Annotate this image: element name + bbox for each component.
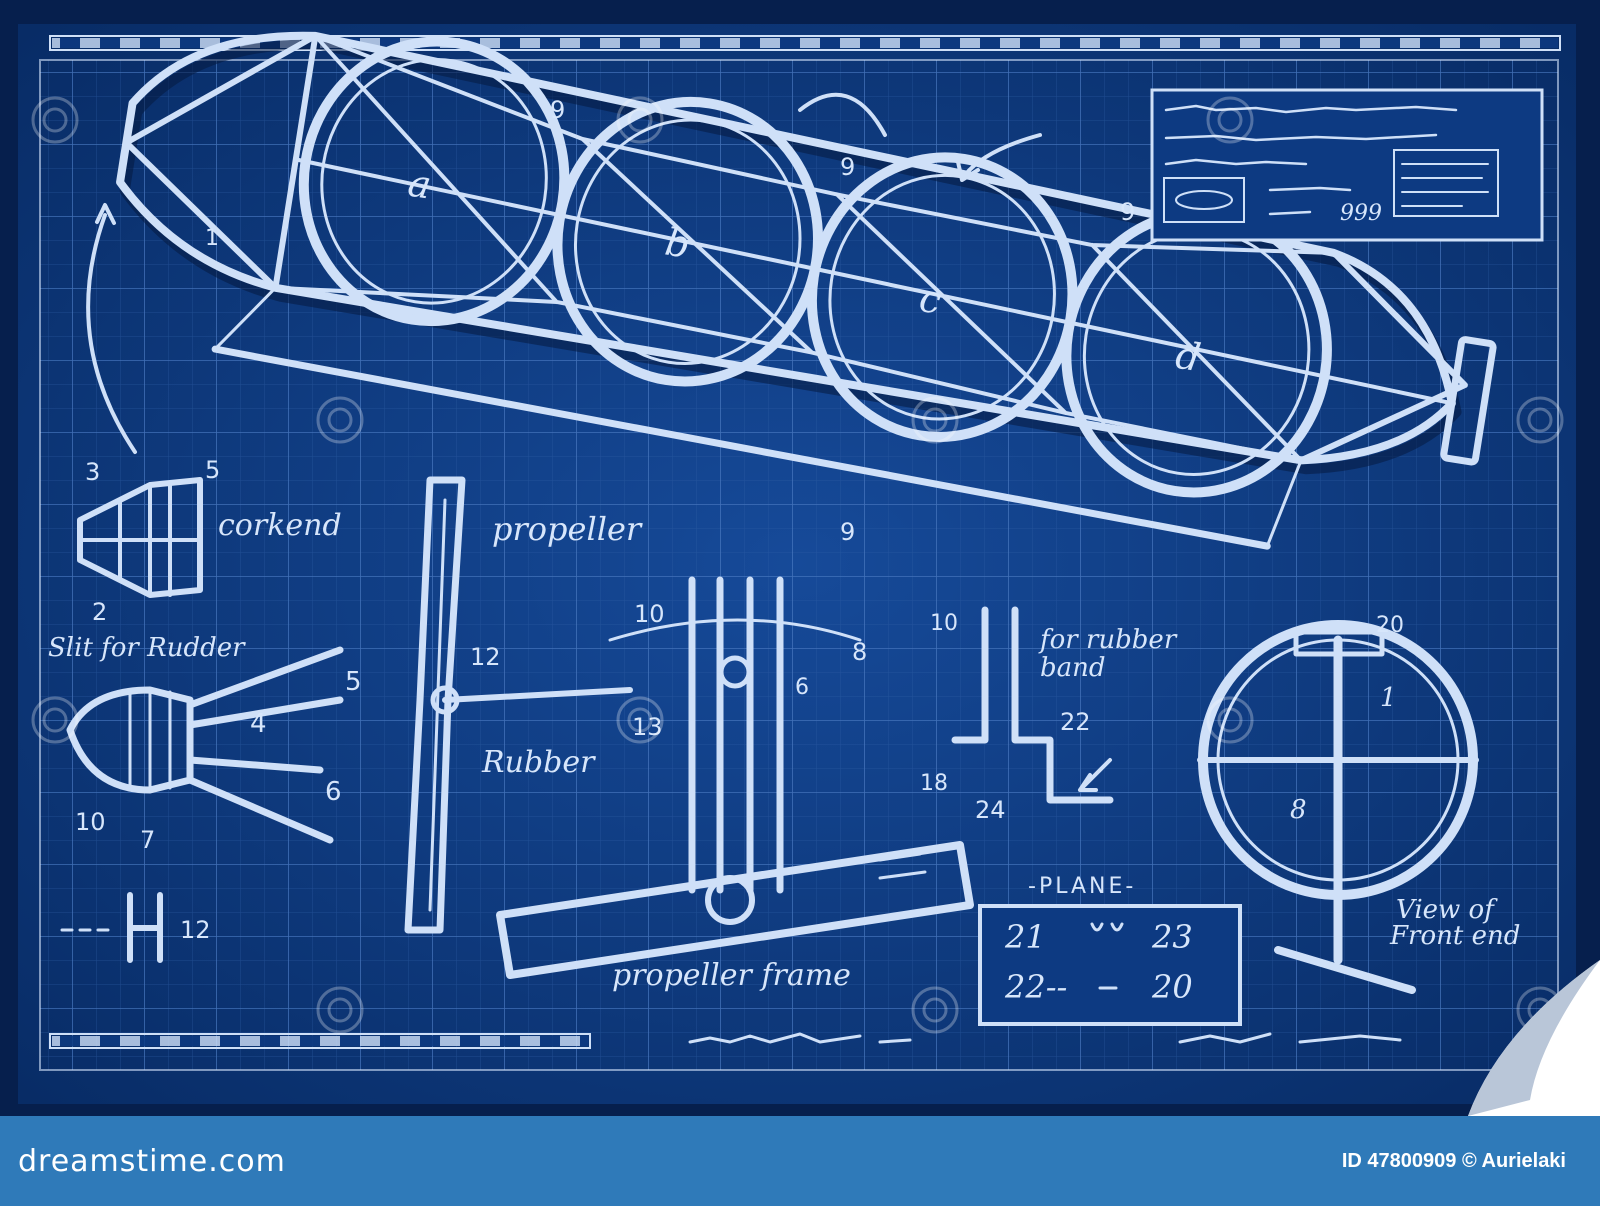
callout-13: 13 [632, 713, 663, 741]
plane-20: 20 [1151, 968, 1193, 1006]
callout-9-mid: 9 [840, 153, 855, 181]
callout-9-keel: 9 [840, 518, 855, 546]
callout-3: 3 [85, 458, 100, 486]
callout-5-rudder: 5 [345, 667, 362, 697]
curved-arrow-top [798, 92, 887, 137]
callout-20: 20 [1376, 613, 1404, 638]
callout-10-rudder: 10 [75, 808, 106, 836]
rudder-fin [1440, 336, 1497, 466]
callout-4: 4 [250, 709, 267, 739]
callout-10-hook: 10 [930, 611, 958, 636]
label-slit-for-rudder: Slit for Rudder [48, 633, 246, 663]
label-propeller: propeller [492, 510, 643, 548]
plane-21: 21 [1004, 918, 1046, 956]
plane-22: 22-- [1004, 968, 1067, 1006]
propeller-frame-drawing: 10 8 6 13 propeller frame [496, 576, 974, 993]
note-999: 999 [1340, 201, 1382, 226]
callout-7: 7 [140, 826, 155, 854]
label-band: band [1040, 653, 1106, 683]
stock-footer: dreamstime.com ID 47800909 © Aurielaki [0, 1116, 1600, 1206]
arrow-to-envelope [963, 133, 1042, 177]
drawing-border [39, 59, 1559, 1071]
rubber-band-hook-drawing: 10 for rubber band 22 18 24 [920, 606, 1178, 824]
callout-9-right: 9 [1120, 198, 1135, 226]
propeller-drawing: propeller 12 Rubber [404, 476, 643, 934]
callout-1-front: 1 [1380, 683, 1397, 713]
bottom-border-strip [49, 1032, 1402, 1049]
callout-6-rudder: 6 [325, 777, 342, 807]
callout-12-prop: 12 [470, 643, 501, 671]
corkend-drawing: 3 5 2 corkend [77, 456, 342, 626]
callout-2: 2 [92, 598, 107, 626]
label-for-rubber: for rubber [1038, 625, 1178, 655]
notes-card: 999 [1150, 88, 1544, 242]
label-rubber: Rubber [481, 745, 596, 780]
callout-12-hook: 12 [180, 916, 211, 944]
callout-6-frame: 6 [795, 675, 809, 700]
footer-site-name[interactable]: dreamstime.com [18, 1144, 286, 1179]
blueprint-drawing: a b c d 9 9 9 9 1 999 3 5 2 corkend Slit… [0, 0, 1600, 1116]
callout-10-frame: 10 [634, 600, 665, 628]
rudder-slit-drawing: Slit for Rudder 5 4 6 10 7 [48, 633, 362, 854]
callout-9-top: 9 [550, 96, 565, 124]
plane-box: -PLANE- 21 23 22-- 20 [978, 874, 1242, 1026]
curved-arrow-left [86, 213, 137, 454]
label-front-end: Front end [1389, 921, 1520, 951]
hook-detail: 12 [60, 892, 211, 963]
watermark [31, 96, 1564, 1034]
airship-drawing: a b c d [116, 31, 1497, 550]
front-end-view-drawing: 20 1 8 View of Front end [1197, 613, 1520, 994]
callout-24: 24 [975, 796, 1006, 824]
callout-18: 18 [920, 771, 948, 796]
footer-image-credit: ID 47800909 © Aurielaki [1341, 1150, 1566, 1172]
callout-1-nose: 1 [205, 226, 219, 251]
label-plane: -PLANE- [1028, 874, 1136, 899]
label-view-of: View of [1396, 895, 1498, 925]
callout-5-corkend: 5 [205, 456, 220, 484]
label-corkend: corkend [218, 508, 342, 543]
callout-22-hook: 22 [1060, 708, 1091, 736]
plane-23: 23 [1151, 918, 1193, 956]
callout-8: 8 [852, 638, 867, 666]
top-border-strip [49, 35, 1561, 51]
callout-8-front: 8 [1290, 795, 1307, 825]
label-propeller-frame: propeller frame [612, 958, 851, 993]
